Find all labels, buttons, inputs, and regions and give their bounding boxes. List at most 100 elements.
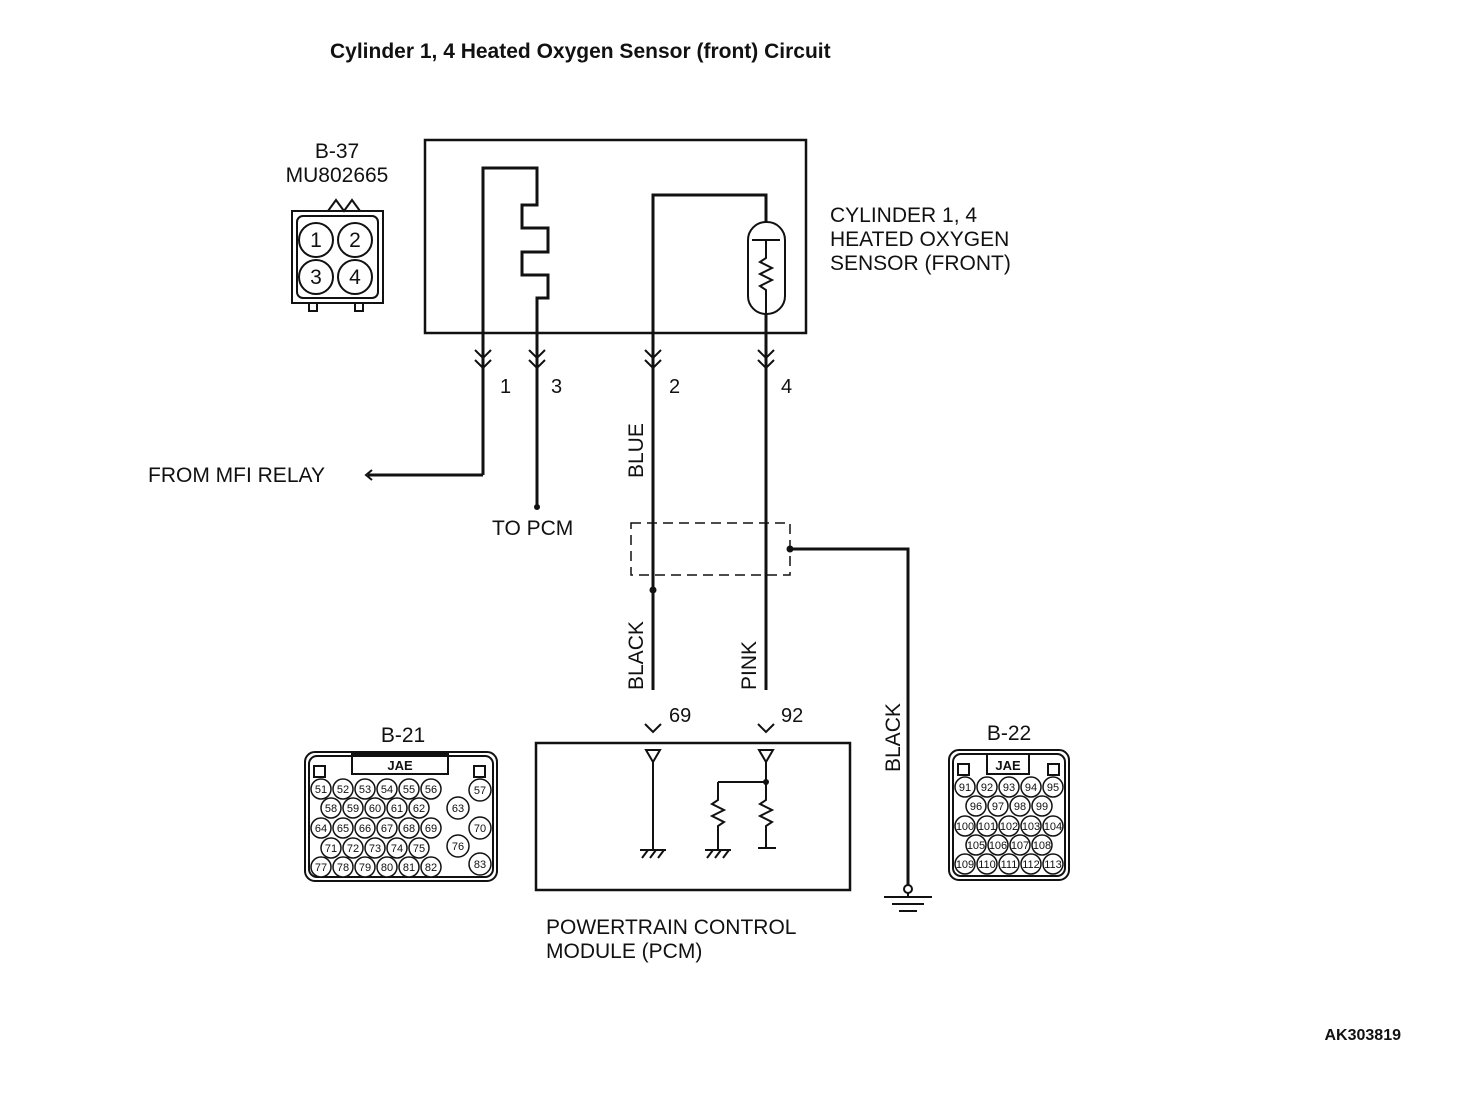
- svg-text:55: 55: [403, 784, 415, 796]
- connector-b21-pin-80: 80: [376, 856, 398, 878]
- svg-text:98: 98: [1014, 801, 1026, 813]
- connector-b21-pin-51: 51: [310, 778, 332, 800]
- svg-text:70: 70: [474, 823, 486, 835]
- connector-b37-pin-3: 3: [298, 259, 334, 295]
- svg-text:97: 97: [992, 801, 1004, 813]
- svg-text:113: 113: [1044, 859, 1062, 871]
- svg-text:67: 67: [381, 823, 393, 835]
- svg-text:109: 109: [956, 859, 974, 871]
- heater-element: [481, 166, 550, 507]
- connector-b22-pin-107: 107: [1009, 834, 1031, 856]
- svg-text:73: 73: [369, 843, 381, 855]
- svg-text:95: 95: [1047, 782, 1059, 794]
- sensor-label-line3: SENSOR (FRONT): [830, 252, 1011, 275]
- svg-text:107: 107: [1011, 840, 1029, 852]
- svg-text:102: 102: [1000, 821, 1018, 833]
- connector-b21-pin-61: 61: [386, 797, 408, 819]
- svg-text:64: 64: [315, 823, 327, 835]
- pcm-pin-69-label: 69: [669, 705, 691, 727]
- pcm-internal-circuit: [640, 749, 776, 859]
- connector-b21-pin-79: 79: [354, 856, 376, 878]
- connector-b22-brand: JAE: [995, 758, 1021, 773]
- svg-text:76: 76: [452, 841, 464, 853]
- connector-b22-pin-101: 101: [976, 815, 998, 837]
- svg-text:66: 66: [359, 823, 371, 835]
- wire-color-pink: PINK: [738, 641, 761, 690]
- connector-b21-pin-73: 73: [364, 837, 386, 859]
- connector-b21-pin-63: 63: [446, 796, 470, 820]
- pcm-pin-92-label: 92: [781, 705, 803, 727]
- svg-text:58: 58: [325, 803, 337, 815]
- connector-b22-pin-94: 94: [1020, 776, 1042, 798]
- svg-text:72: 72: [347, 843, 359, 855]
- connector-b21-pin-78: 78: [332, 856, 354, 878]
- svg-text:63: 63: [452, 803, 464, 815]
- to-pcm-label: TO PCM: [492, 517, 573, 540]
- connector-b21-pin-82: 82: [420, 856, 442, 878]
- pcm-label-line2: MODULE (PCM): [546, 940, 702, 963]
- from-mfi-relay-label: FROM MFI RELAY: [148, 464, 325, 487]
- connector-b22-pin-105: 105: [965, 834, 987, 856]
- connector-b22-pin-106: 106: [987, 834, 1009, 856]
- connector-b37-pin-1: 1: [298, 222, 334, 258]
- sensor-label-line2: HEATED OXYGEN: [830, 228, 1009, 251]
- connector-b22-pin-97: 97: [987, 795, 1009, 817]
- connector-b21-pin-55: 55: [398, 778, 420, 800]
- connector-b21-pin-65: 65: [332, 817, 354, 839]
- wire-color-black-ground: BLACK: [882, 703, 905, 772]
- connector-b21-pin-68: 68: [398, 817, 420, 839]
- svg-text:62: 62: [413, 803, 425, 815]
- connector-b21-pin-54: 54: [376, 778, 398, 800]
- figure-reference: AK303819: [1325, 1027, 1402, 1044]
- svg-text:74: 74: [391, 843, 403, 855]
- svg-text:3: 3: [310, 266, 322, 289]
- svg-text:1: 1: [310, 229, 322, 252]
- sensor-terminal-chevrons: [474, 349, 775, 370]
- svg-text:112: 112: [1022, 859, 1040, 871]
- connector-b21-pin-64: 64: [310, 817, 332, 839]
- svg-text:57: 57: [474, 785, 486, 797]
- connector-b22-pin-99: 99: [1031, 795, 1053, 817]
- connector-b22-pin-95: 95: [1042, 776, 1064, 798]
- pin-2-label: 2: [669, 376, 680, 398]
- oxygen-sensing-element: [651, 193, 786, 690]
- svg-text:96: 96: [970, 801, 982, 813]
- svg-text:80: 80: [381, 862, 393, 874]
- svg-text:111: 111: [1001, 859, 1018, 871]
- connector-b22-pin-108: 108: [1031, 834, 1053, 856]
- shield-ground-icon: [884, 884, 932, 912]
- svg-text:99: 99: [1036, 801, 1048, 813]
- svg-text:104: 104: [1044, 821, 1062, 833]
- svg-text:82: 82: [425, 862, 437, 874]
- diagram-title: Cylinder 1, 4 Heated Oxygen Sensor (fron…: [330, 40, 831, 63]
- connector-b21-pin-58: 58: [320, 797, 342, 819]
- connector-b21-pin-81: 81: [398, 856, 420, 878]
- svg-text:69: 69: [425, 823, 437, 835]
- connector-b37-pin-4: 4: [337, 259, 373, 295]
- svg-text:106: 106: [989, 840, 1007, 852]
- pin-3-label: 3: [551, 376, 562, 398]
- sensor-label-line1: CYLINDER 1, 4: [830, 204, 977, 227]
- svg-text:105: 105: [967, 840, 985, 852]
- connector-b21-pin-76: 76: [446, 834, 470, 858]
- svg-text:103: 103: [1022, 821, 1040, 833]
- connector-b22-pin-91: 91: [954, 776, 976, 798]
- connector-b22-pin-93: 93: [998, 776, 1020, 798]
- connector-b22-pin-109: 109: [954, 853, 976, 875]
- connector-b21-pin-59: 59: [342, 797, 364, 819]
- svg-text:53: 53: [359, 784, 371, 796]
- connector-b21-pin-72: 72: [342, 837, 364, 859]
- connector-b21-pin-62: 62: [408, 797, 430, 819]
- svg-text:77: 77: [315, 862, 327, 874]
- connector-b22-pin-110: 110: [976, 853, 998, 875]
- connector-b22-pin-98: 98: [1009, 795, 1031, 817]
- connector-b22-pin-100: 100: [954, 815, 976, 837]
- connector-b37-part-number: MU802665: [286, 164, 389, 187]
- connector-b22-pin-92: 92: [976, 776, 998, 798]
- connector-b21-pin-57: 57: [468, 778, 492, 802]
- connector-b21-brand: JAE: [387, 758, 413, 773]
